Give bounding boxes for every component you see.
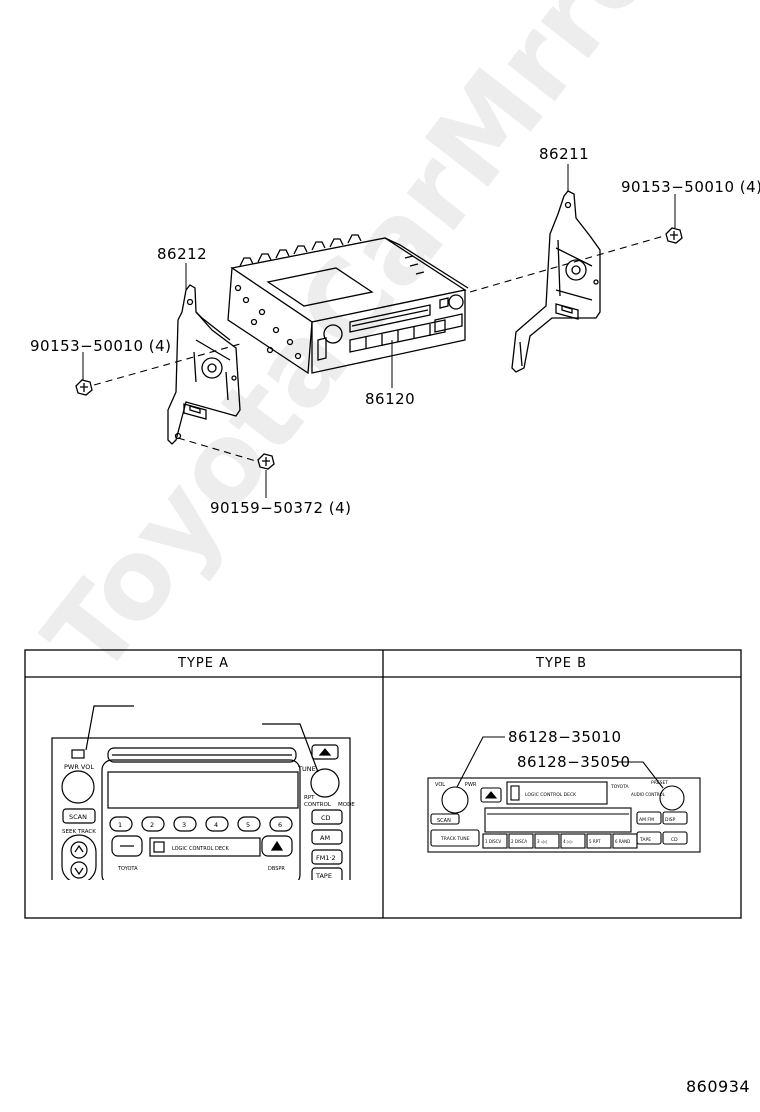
screw-right — [665, 227, 683, 244]
type-a-radio-face: PWR VOL TUNE SCAN SEEK TRACK RPT CONTROL… — [51, 705, 355, 880]
type-table-frame — [24, 649, 742, 919]
label-screw-bottom: 90159−50372 (4) — [210, 499, 352, 517]
label-bracket-left: 86212 — [157, 245, 208, 263]
type-a-brand-text: TOYOTA — [117, 866, 138, 872]
type-b-preset-1: 1 DISCV — [485, 839, 501, 844]
type-b-vol-text: VOL — [435, 782, 445, 788]
type-b-disp-text: DISP — [665, 817, 676, 823]
type-b-cd-text: CD — [671, 837, 678, 843]
type-b-preset-6: 6 RAND — [615, 839, 630, 844]
label-screw-left: 90153−50010 (4) — [30, 337, 172, 355]
type-b-brand-text: TOYOTA — [610, 784, 629, 790]
type-b-tape-text: TAPE — [639, 837, 651, 843]
type-b-preset-text: PRESET — [651, 780, 668, 786]
screw-bottom — [257, 453, 275, 470]
leader-lines — [82, 164, 676, 498]
type-b-scan-text: SCAN — [437, 818, 451, 824]
exploded-view-drawing — [75, 164, 683, 498]
type-a-scan-text: SCAN — [69, 813, 87, 821]
screw-left — [75, 379, 93, 396]
type-b-preset-2: 2 DISCΛ — [511, 839, 527, 844]
bracket-86212 — [167, 284, 241, 445]
type-b-header: TYPE B — [536, 656, 587, 671]
type-b-preset-5: 5 RPT — [589, 839, 601, 844]
type-a-rpt-text: RPT — [304, 795, 315, 801]
type-a-mode-text: MODE — [338, 802, 355, 808]
type-a-logic-deck-text: LOGIC CONTROL DECK — [172, 846, 229, 852]
type-a-preset-2: 2 — [150, 821, 154, 829]
type-a-seek-text: SEEK TRACK — [62, 829, 96, 835]
type-a-header: TYPE A — [178, 656, 229, 671]
type-a-tape-text: TAPE — [315, 872, 332, 880]
bracket-86211 — [511, 190, 601, 373]
type-b-track-tune-text: TRACK TUNE — [440, 836, 470, 842]
assembly-lines — [93, 235, 665, 462]
type-a-tune-text: TUNE — [297, 765, 316, 773]
type-a-preset-6: 6 — [278, 821, 282, 829]
type-b-audio-control-text: AUDIO CONTROL — [631, 792, 666, 797]
type-a-preset-3: 3 — [182, 821, 186, 829]
type-a-preset-1: 1 — [118, 821, 122, 829]
label-radio-unit: 86120 — [365, 390, 416, 408]
type-b-pwr-text: PWR — [465, 782, 477, 788]
type-b-radio-face: VOL PWR SCAN TRACK TUNE LOGIC CONTROL DE… — [427, 736, 701, 853]
radio-unit-86120 — [227, 234, 469, 375]
label-bracket-right: 86211 — [539, 145, 590, 163]
type-b-logic-deck-text: LOGIC CONTROL DECK — [525, 792, 577, 798]
type-a-dsp-text: DBSPR — [268, 866, 285, 872]
type-a-preset-4: 4 — [214, 821, 218, 829]
type-b-part-2: 86128−35050 — [517, 753, 631, 771]
type-a-control-text: CONTROL — [304, 802, 332, 808]
type-a-preset-5: 5 — [246, 821, 250, 829]
label-screw-right: 90153−50010 (4) — [621, 178, 760, 196]
type-b-preset-3: 3 ◁◁ — [537, 839, 547, 844]
type-a-fm-text: FM1·2 — [316, 854, 336, 862]
diagram-id: 860934 — [686, 1077, 751, 1096]
type-a-cd-text: CD — [321, 814, 331, 822]
type-a-pwr-vol-text: PWR VOL — [64, 763, 94, 771]
type-b-preset-4: 4 ▷▷ — [563, 839, 574, 844]
type-a-am-text: AM — [320, 834, 330, 842]
type-b-part-1: 86128−35010 — [508, 728, 622, 746]
type-b-am-fm-text: AM FM — [639, 817, 654, 823]
